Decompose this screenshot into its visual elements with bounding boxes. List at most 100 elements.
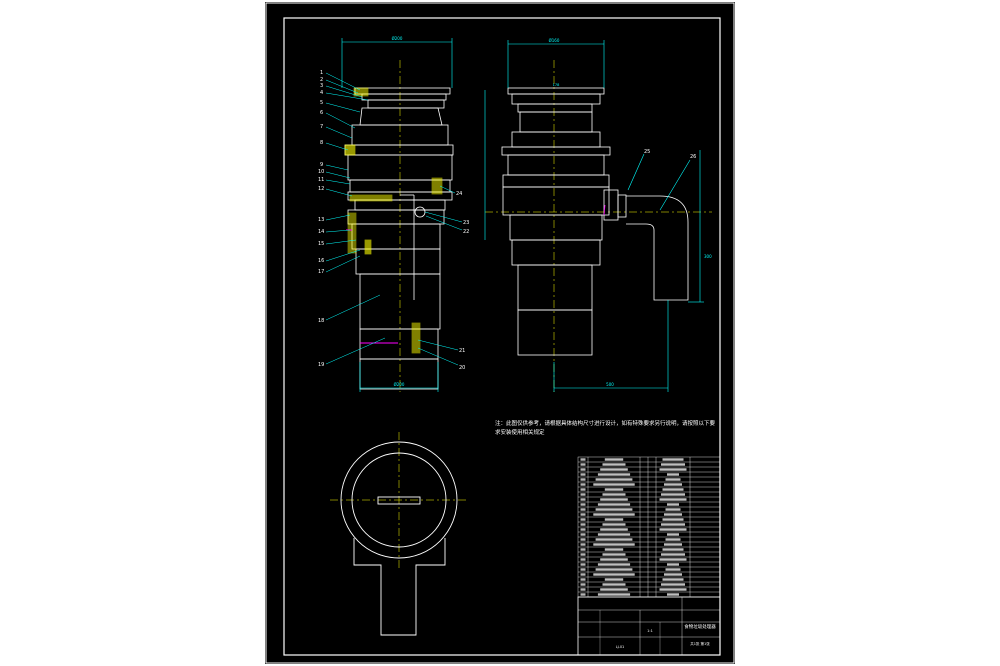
bom-cell-text [595,568,633,571]
bom-cell-text [604,548,624,551]
bom-cell-text [662,458,684,461]
part-label-22: 22 [463,229,469,235]
bom-cell-text [661,553,685,556]
bom-cell-number [580,528,586,531]
bom-cell-text [659,468,687,471]
dim-mid-right: 178 [553,83,560,87]
bom-cell-text [664,543,682,546]
bom-cell-number [580,483,586,486]
bom-cell-text [604,578,624,581]
part-label-13: 13 [318,217,324,223]
part-label-24: 24 [456,191,462,197]
bom-cell-text [602,523,626,526]
bom-cell-text [597,503,631,506]
bom-cell-number [580,468,586,471]
part-label-8: 8 [320,140,323,146]
bom-cell-number [580,583,586,586]
bom-cell-text [604,458,624,461]
part-label-19: 19 [318,362,324,368]
bom-cell-text [602,553,626,556]
part-label-15: 15 [318,241,324,247]
bom-cell-text [602,463,626,466]
bom-cell-text [659,498,687,501]
bom-cell-text [600,528,628,531]
title-scale: 1:1 [647,629,653,633]
part-label-12: 12 [318,186,324,192]
bom-cell-text [600,558,628,561]
part-label-7: 7 [320,124,323,130]
bom-cell-number [580,463,586,466]
bom-table-text [580,458,687,596]
bom-cell-text [662,548,684,551]
part-label-2: 2 [320,77,323,83]
bom-cell-text [661,493,685,496]
bom-cell-text [664,573,682,576]
bom-cell-text [597,563,631,566]
bom-cell-text [661,583,685,586]
part-label-18: 18 [318,318,324,324]
leader-lines-left [325,72,463,366]
bom-cell-number [580,478,586,481]
bom-cell-text [597,533,631,536]
bom-cell-text [659,528,687,531]
bom-cell-number [580,488,586,491]
bom-cell-text [659,588,687,591]
part-label-6: 6 [320,110,323,116]
bom-cell-text [600,498,628,501]
bom-cell-text [593,483,635,486]
part-label-26: 26 [690,154,696,160]
bom-cell-text [665,508,681,511]
part-label-4: 4 [320,90,323,96]
bom-cell-text [595,508,633,511]
bom-cell-text [662,578,684,581]
inner-frame [283,17,721,656]
elevation-view [485,60,712,392]
bom-cell-number [580,538,586,541]
dim-bottom-right: 500 [606,382,614,387]
part-label-10: 10 [318,169,324,175]
note-line-1: 注：此图仅供参考，请根据具体结构尺寸进行设计，如有特殊要求另行说明，请按照以下要 [495,419,716,427]
bom-table [577,456,721,598]
drawing-sheet [265,2,735,664]
bom-cell-text [602,493,626,496]
bom-cell-text [597,593,631,596]
bom-cell-number [580,568,586,571]
bom-cell-text [604,488,624,491]
part-label-21: 21 [459,348,465,354]
bom-cell-number [580,573,586,576]
bom-cell-text [665,568,681,571]
part-label-23: 23 [463,220,469,226]
dim-bottom-left: Ø200 [394,382,405,387]
left-dimensions [341,38,453,392]
bom-cell-number [580,593,586,596]
bom-cell-text [667,533,679,536]
dim-top-right: Ø160 [549,38,560,43]
bom-cell-text [667,503,679,506]
bom-cell-text [600,468,628,471]
title-block [577,596,721,656]
dim-top-left: Ø200 [392,36,403,41]
bom-cell-number [580,513,586,516]
outer-border [265,2,735,664]
title-sheet: 共1张 第1张 [690,641,710,646]
bom-cell-text [593,543,635,546]
note-line-2: 求安装使用相关规定 [495,428,545,436]
bom-cell-number [580,498,586,501]
part-label-5: 5 [320,100,323,106]
bom-cell-text [662,518,684,521]
bom-cell-text [664,513,682,516]
bom-cell-text [661,523,685,526]
bom-cell-number [580,523,586,526]
part-label-16: 16 [318,258,324,264]
bom-cell-text [593,513,635,516]
part-label-11: 11 [318,177,324,183]
bom-cell-text [595,478,633,481]
dim-side-right: 300 [704,254,712,259]
bom-cell-text [659,558,687,561]
part-label-20: 20 [459,365,465,371]
bom-cell-number [580,588,586,591]
title-drawing-no: LJ-01 [616,645,625,649]
bom-cell-text [664,483,682,486]
bom-cell-number [580,473,586,476]
